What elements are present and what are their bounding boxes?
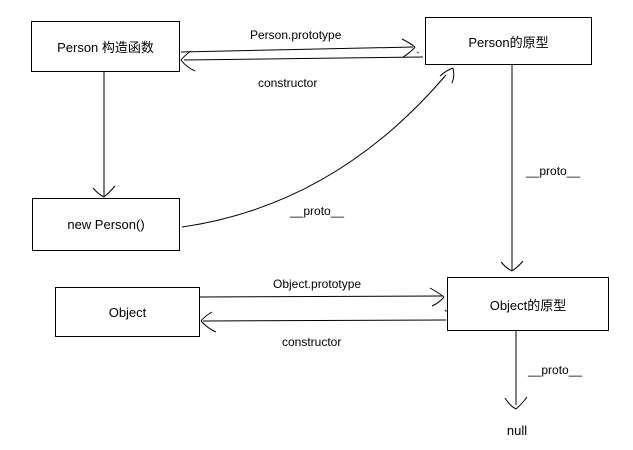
- edge-label-proto-instance: __proto__: [290, 204, 345, 218]
- node-object-prototype: Object的原型: [447, 277, 609, 331]
- node-person-constructor: Person 构造函数: [31, 21, 180, 72]
- node-object-prototype-label: Object的原型: [489, 297, 567, 313]
- node-new-person: new Person(): [32, 198, 180, 251]
- edge-constructor-top-arrow: [180, 50, 424, 72]
- edge-constructor-bottom-arrow: [200, 311, 447, 333]
- edge-new-instance-arrow: [92, 72, 116, 198]
- edge-object-prototype-arrow: [199, 287, 447, 312]
- edge-person-prototype-arrow: [180, 38, 419, 58]
- node-person-prototype-label: Person的原型: [468, 34, 549, 50]
- edge-proto-bottom-arrow: [504, 331, 528, 410]
- edge-label-proto-right: __proto__: [526, 164, 581, 178]
- node-null-label: null: [506, 423, 528, 438]
- edge-label-constructor-top: constructor: [258, 76, 318, 90]
- node-new-person-label: new Person(): [67, 217, 145, 232]
- edge-proto-right-arrow: [500, 64, 524, 272]
- edge-label-constructor-bottom: constructor: [282, 335, 342, 349]
- node-object: Object: [55, 287, 200, 337]
- node-person-constructor-label: Person 构造函数: [57, 40, 154, 55]
- node-null: null: [500, 423, 534, 438]
- node-object-label: Object: [108, 304, 147, 320]
- node-person-prototype: Person的原型: [425, 17, 592, 65]
- edge-label-object-prototype: Object.prototype: [273, 277, 362, 291]
- edge-label-person-prototype: Person.prototype: [250, 28, 342, 42]
- edge-proto-instance-arrow: [181, 67, 455, 228]
- edge-label-proto-bottom: __proto__: [528, 363, 583, 377]
